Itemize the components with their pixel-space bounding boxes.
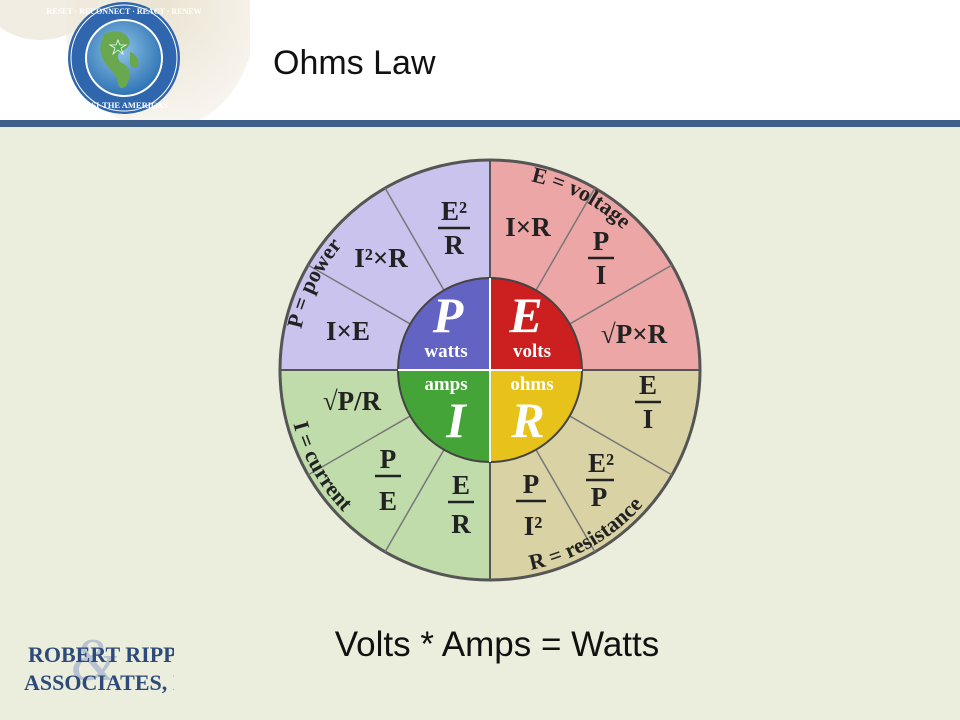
center-current-unit: amps bbox=[424, 374, 467, 395]
svg-text:I²: I² bbox=[524, 511, 543, 541]
resistance-center bbox=[490, 370, 582, 462]
svg-text:P: P bbox=[593, 226, 610, 256]
ohms-law-wheel: P watts E volts amps I ohms R P = power … bbox=[270, 150, 710, 590]
svg-text:ROBERT RIPPE: ROBERT RIPPE bbox=[28, 642, 174, 667]
svg-text:I: I bbox=[596, 260, 607, 290]
center-resistance-letter: R bbox=[510, 392, 544, 448]
svg-text:E: E bbox=[379, 486, 397, 516]
robert-rippe-logo: & ROBERT RIPPE ASSOCIATES, INC. bbox=[24, 627, 219, 708]
power-formula-1: I×E bbox=[326, 316, 370, 346]
voltage-formula-2: P I bbox=[588, 226, 614, 290]
svg-text:P: P bbox=[380, 444, 397, 474]
center-power-unit: watts bbox=[424, 341, 467, 362]
svg-text:P: P bbox=[591, 482, 608, 512]
resistance-formula-1: E I bbox=[635, 370, 661, 434]
center-voltage-letter: E bbox=[508, 287, 542, 343]
power-formula-2: I²×R bbox=[354, 243, 408, 273]
svg-text:E: E bbox=[452, 470, 470, 500]
center-current-letter: I bbox=[445, 392, 467, 448]
svg-text:E²: E² bbox=[441, 196, 467, 226]
page-title: Ohms Law bbox=[273, 44, 436, 82]
svg-text:&: & bbox=[71, 628, 118, 693]
resistance-formula-2: E² P bbox=[586, 448, 614, 512]
center-resistance-unit: ohms bbox=[510, 374, 553, 395]
svg-text:R: R bbox=[444, 230, 464, 260]
power-center bbox=[398, 278, 490, 370]
resistance-formula-3: P I² bbox=[516, 469, 546, 541]
current-formula-3: √P/R bbox=[323, 386, 382, 416]
svg-text:I: I bbox=[643, 404, 654, 434]
fcsi-logo: RESET · RECONNECT · REACT · RENEW FCSI-T… bbox=[0, 0, 250, 120]
voltage-formula-1: I×R bbox=[505, 212, 551, 242]
svg-text:ASSOCIATES, INC.: ASSOCIATES, INC. bbox=[24, 670, 174, 695]
svg-text:R: R bbox=[451, 509, 471, 539]
header-rule bbox=[0, 120, 960, 127]
svg-text:E: E bbox=[639, 370, 657, 400]
logo-ring-text: RESET · RECONNECT · REACT · RENEW bbox=[46, 7, 201, 16]
slide-header: RESET · RECONNECT · REACT · RENEW FCSI-T… bbox=[0, 0, 960, 120]
svg-text:E²: E² bbox=[588, 448, 614, 478]
center-voltage-unit: volts bbox=[513, 341, 551, 362]
current-center bbox=[398, 370, 490, 462]
center-power-letter: P bbox=[432, 287, 464, 343]
power-formula-3: E² R bbox=[438, 196, 470, 260]
formula-caption: Volts * Amps = Watts bbox=[334, 625, 660, 664]
voltage-center bbox=[490, 278, 582, 370]
current-formula-2: P E bbox=[375, 444, 401, 516]
current-formula-1: E R bbox=[448, 470, 474, 539]
logo-bottom-text: FCSI-THE AMERICAS bbox=[80, 100, 168, 110]
voltage-formula-3: √P×R bbox=[601, 319, 668, 349]
svg-text:P: P bbox=[523, 469, 540, 499]
